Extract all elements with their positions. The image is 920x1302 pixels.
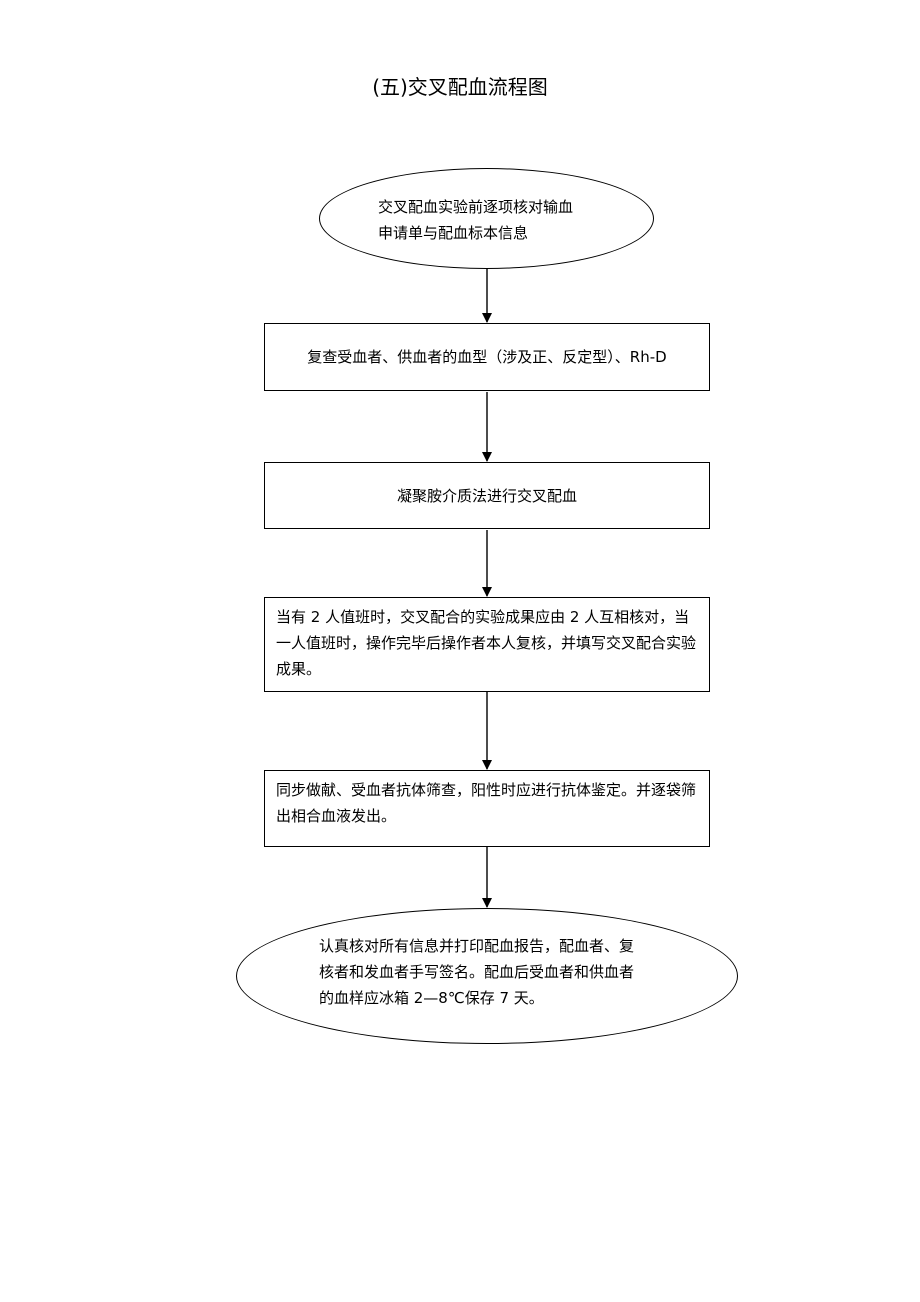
node-start-line-2: 申请单与配血标本信息 — [378, 224, 529, 242]
node-polybrene-box: 凝聚胺介质法进行交叉配血 — [264, 462, 710, 529]
node-end-text: 认真核对所有信息并打印配血报告，配血者、复 核者和发血者手写签名。配血后受血者和… — [319, 933, 664, 1011]
node-screening-box: 同步做献、受血者抗体筛查，阳性时应进行抗体鉴定。并逐袋筛出相合血液发出。 — [264, 770, 710, 847]
node-end-line-2: 核者和发血者手写签名。配血后受血者和供血者 — [319, 963, 635, 981]
node-start-text: 交叉配血实验前逐项核对输血 申请单与配血标本信息 — [378, 194, 618, 246]
node-recheck-text: 复查受血者、供血者的血型（涉及正、反定型）、Rh-D — [307, 348, 667, 366]
node-start-line-1: 交叉配血实验前逐项核对输血 — [378, 198, 574, 216]
node-verify-box: 当有 2 人值班时，交叉配合的实验成果应由 2 人互相核对，当一人值班时，操作完… — [264, 597, 710, 692]
node-recheck-box: 复查受血者、供血者的血型（涉及正、反定型）、Rh-D — [264, 323, 710, 391]
node-start-ellipse: 交叉配血实验前逐项核对输血 申请单与配血标本信息 — [319, 168, 654, 269]
node-screening-text: 同步做献、受血者抗体筛查，阳性时应进行抗体鉴定。并逐袋筛出相合血液发出。 — [276, 781, 697, 825]
node-verify-text: 当有 2 人值班时，交叉配合的实验成果应由 2 人互相核对，当一人值班时，操作完… — [276, 608, 697, 678]
page-title: (五)交叉配血流程图 — [372, 75, 548, 99]
node-end-line-1: 认真核对所有信息并打印配血报告，配血者、复 — [319, 937, 635, 955]
node-end-ellipse: 认真核对所有信息并打印配血报告，配血者、复 核者和发血者手写签名。配血后受血者和… — [236, 908, 738, 1044]
node-polybrene-text: 凝聚胺介质法进行交叉配血 — [396, 486, 577, 505]
node-end-line-3: 的血样应冰箱 2—8℃保存 7 天。 — [319, 989, 544, 1007]
